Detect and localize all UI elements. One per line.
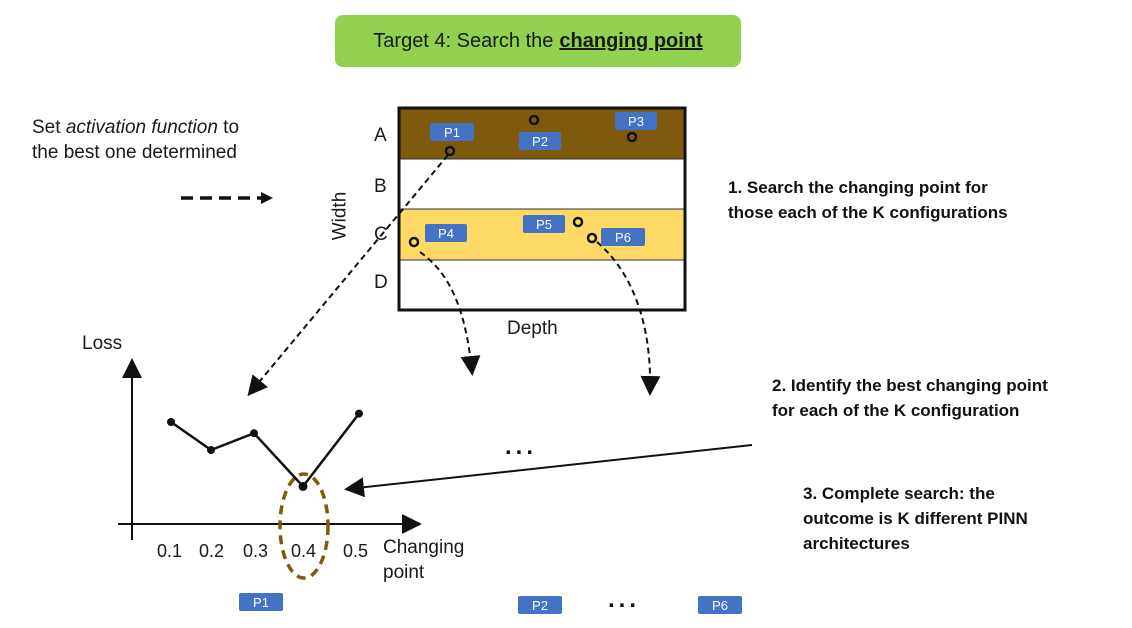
step-2-line-2: for each of the K configuration: [772, 401, 1020, 420]
best-point-arrow: [344, 444, 753, 498]
step-2-line-1: 2. Identify the best changing point: [772, 376, 1048, 395]
step-3-line-2: outcome is K different PINN: [803, 509, 1028, 528]
step-3-line-3: architectures: [803, 534, 910, 553]
apply-arrow-head: [261, 192, 273, 204]
point-marker-p6: [586, 232, 598, 244]
chart-xlabel: Changing point: [383, 535, 464, 585]
title-prefix: Target 4: Search the: [373, 29, 554, 52]
more-configs-ellipsis: ...: [505, 433, 538, 460]
p6-down-arrow: [596, 241, 661, 396]
step-1-text: 1. Search the changing point for those e…: [728, 175, 1008, 225]
x-tick-label: 0.3: [243, 541, 269, 561]
loss-chart-series: [167, 409, 363, 491]
point-marker-p4: [408, 236, 420, 248]
tag-p4: P4: [425, 224, 467, 242]
tag-p6: P6: [601, 228, 645, 246]
loss-line: [170, 412, 360, 489]
search-grid-frame: [397, 106, 687, 312]
loss-point-0.2: [207, 446, 215, 454]
x-tick-label: 0.5: [343, 541, 369, 561]
row-label-b: B: [374, 176, 387, 197]
row-label-a: A: [374, 125, 387, 146]
x-tick-label: 0.2: [199, 541, 225, 561]
best-point-highlight-ring: [278, 472, 330, 580]
step-2-text: 2. Identify the best changing point for …: [772, 373, 1048, 423]
tag-p2: P2: [519, 132, 561, 150]
p4-down-arrow: [419, 251, 481, 376]
tag-p5: P5: [523, 215, 565, 233]
loss-point-0.5: [355, 409, 363, 418]
tag-p1: P1: [430, 123, 474, 141]
loss-point-0.3: [250, 429, 258, 438]
point-marker-p5: [572, 216, 584, 228]
tag-p3: P3: [615, 112, 657, 130]
loss-point-0.4: [298, 481, 308, 491]
chart-xlabel-line-2: point: [383, 562, 425, 583]
row-label-d: D: [374, 272, 388, 293]
more-tags-ellipsis: ...: [608, 586, 641, 613]
point-marker-p3: [626, 131, 638, 143]
note-emphasis: activation function: [65, 117, 218, 138]
step-3-line-1: 3. Complete search: the: [803, 484, 995, 503]
note-text: Set: [32, 117, 66, 138]
step-3-text: 3. Complete search: the outcome is K dif…: [803, 481, 1028, 556]
step-1-line-1: 1. Search the changing point for: [728, 178, 988, 197]
chart-xlabel-line-1: Changing: [383, 537, 465, 558]
target-title-banner: Target 4: Search the changing point: [335, 15, 741, 67]
x-tick-label: 0.4: [291, 541, 317, 561]
loss-point-0.1: [167, 418, 175, 426]
title-keyword: changing point: [559, 29, 703, 52]
note-text-end: to: [217, 117, 240, 138]
chart-ylabel: Loss: [82, 333, 123, 354]
note-line-2: the best one determined: [32, 142, 237, 163]
point-marker-p2: [528, 114, 540, 126]
result-tag-p2: P2: [518, 596, 562, 614]
activation-note: Set activation function to the best one …: [32, 115, 239, 165]
grid-xlabel: Depth: [507, 318, 558, 339]
x-tick-label: 0.1: [157, 541, 183, 561]
p1-to-chart-arrow: [247, 154, 449, 397]
point-marker-p1: [444, 145, 456, 157]
step-1-line-2: those each of the K configurations: [728, 203, 1008, 222]
result-tag-p6: P6: [698, 596, 742, 614]
result-tag-p1: P1: [239, 593, 283, 611]
